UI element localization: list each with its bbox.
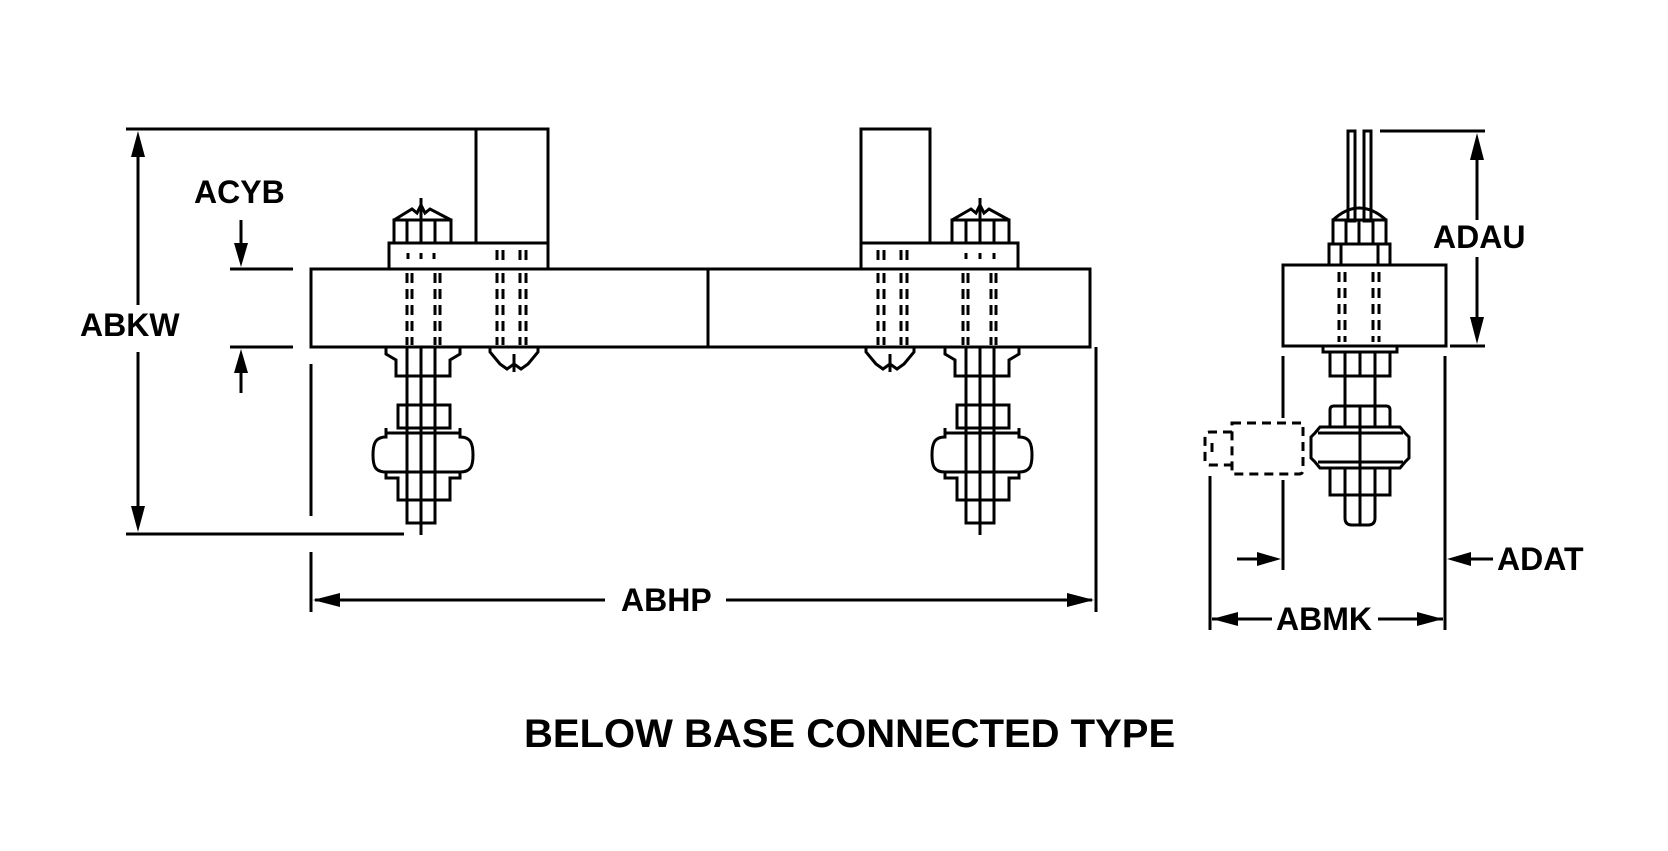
dimension-label-abmk: ABMK xyxy=(1276,601,1372,637)
dimension-acyb: ACYB xyxy=(194,174,293,393)
left-upright-block xyxy=(474,127,550,243)
dimension-label-adau: ADAU xyxy=(1433,219,1525,255)
right-plate-hidden-marks xyxy=(876,250,996,264)
side-base xyxy=(1281,263,1448,348)
dimension-adat: ADAT xyxy=(1237,541,1584,577)
left-hidden-shanks xyxy=(405,273,528,345)
arrow-left-icon xyxy=(1212,612,1238,626)
drawing-title: BELOW BASE CONNECTED TYPE xyxy=(524,712,1175,756)
arrow-left-icon xyxy=(1447,552,1471,566)
dimension-adau: ADAU xyxy=(1380,129,1525,348)
arrow-left-icon xyxy=(313,593,340,607)
left-plate-hidden-marks xyxy=(406,250,528,264)
dimension-label-acyb: ACYB xyxy=(194,174,285,210)
dimension-label-adat: ADAT xyxy=(1497,541,1584,577)
left-clamp-plate xyxy=(387,241,550,271)
insulating-base xyxy=(309,267,1092,349)
top-nut-icon xyxy=(1327,206,1392,267)
side-hidden-shanks xyxy=(1337,272,1381,342)
arrow-up-icon xyxy=(1470,133,1484,160)
arrow-up-icon xyxy=(234,349,248,373)
dimension-label-abhp: ABHP xyxy=(621,582,712,618)
right-hidden-shanks xyxy=(876,273,998,345)
arrow-down-icon xyxy=(1470,317,1484,344)
arrow-down-icon xyxy=(131,506,145,532)
side-terminal-stud-icon xyxy=(1309,344,1411,527)
dimension-abhp: ABHP xyxy=(309,347,1098,618)
right-terminal-stud-icon xyxy=(930,347,1034,535)
left-terminal-stud-icon xyxy=(371,347,475,535)
side-view: ADAU ADAT ABMK xyxy=(1203,129,1584,637)
dimension-abkw: ABKW xyxy=(80,127,476,536)
arrow-down-icon xyxy=(234,243,248,267)
arrow-right-icon xyxy=(1417,612,1443,626)
dimension-label-abkw: ABKW xyxy=(80,307,180,343)
left-screw-head-icon xyxy=(392,198,453,245)
alternate-connector-hidden xyxy=(1203,421,1305,476)
right-clamp-plate xyxy=(859,241,1020,271)
arrow-up-icon xyxy=(131,131,145,157)
arrow-right-icon xyxy=(1067,593,1094,607)
front-view: ABKW ACYB ABHP xyxy=(80,127,1098,618)
right-upright-block xyxy=(859,127,932,243)
right-screw-head-icon xyxy=(950,198,1011,245)
arrow-right-icon xyxy=(1257,552,1281,566)
dimension-abmk: ABMK xyxy=(1212,601,1443,637)
